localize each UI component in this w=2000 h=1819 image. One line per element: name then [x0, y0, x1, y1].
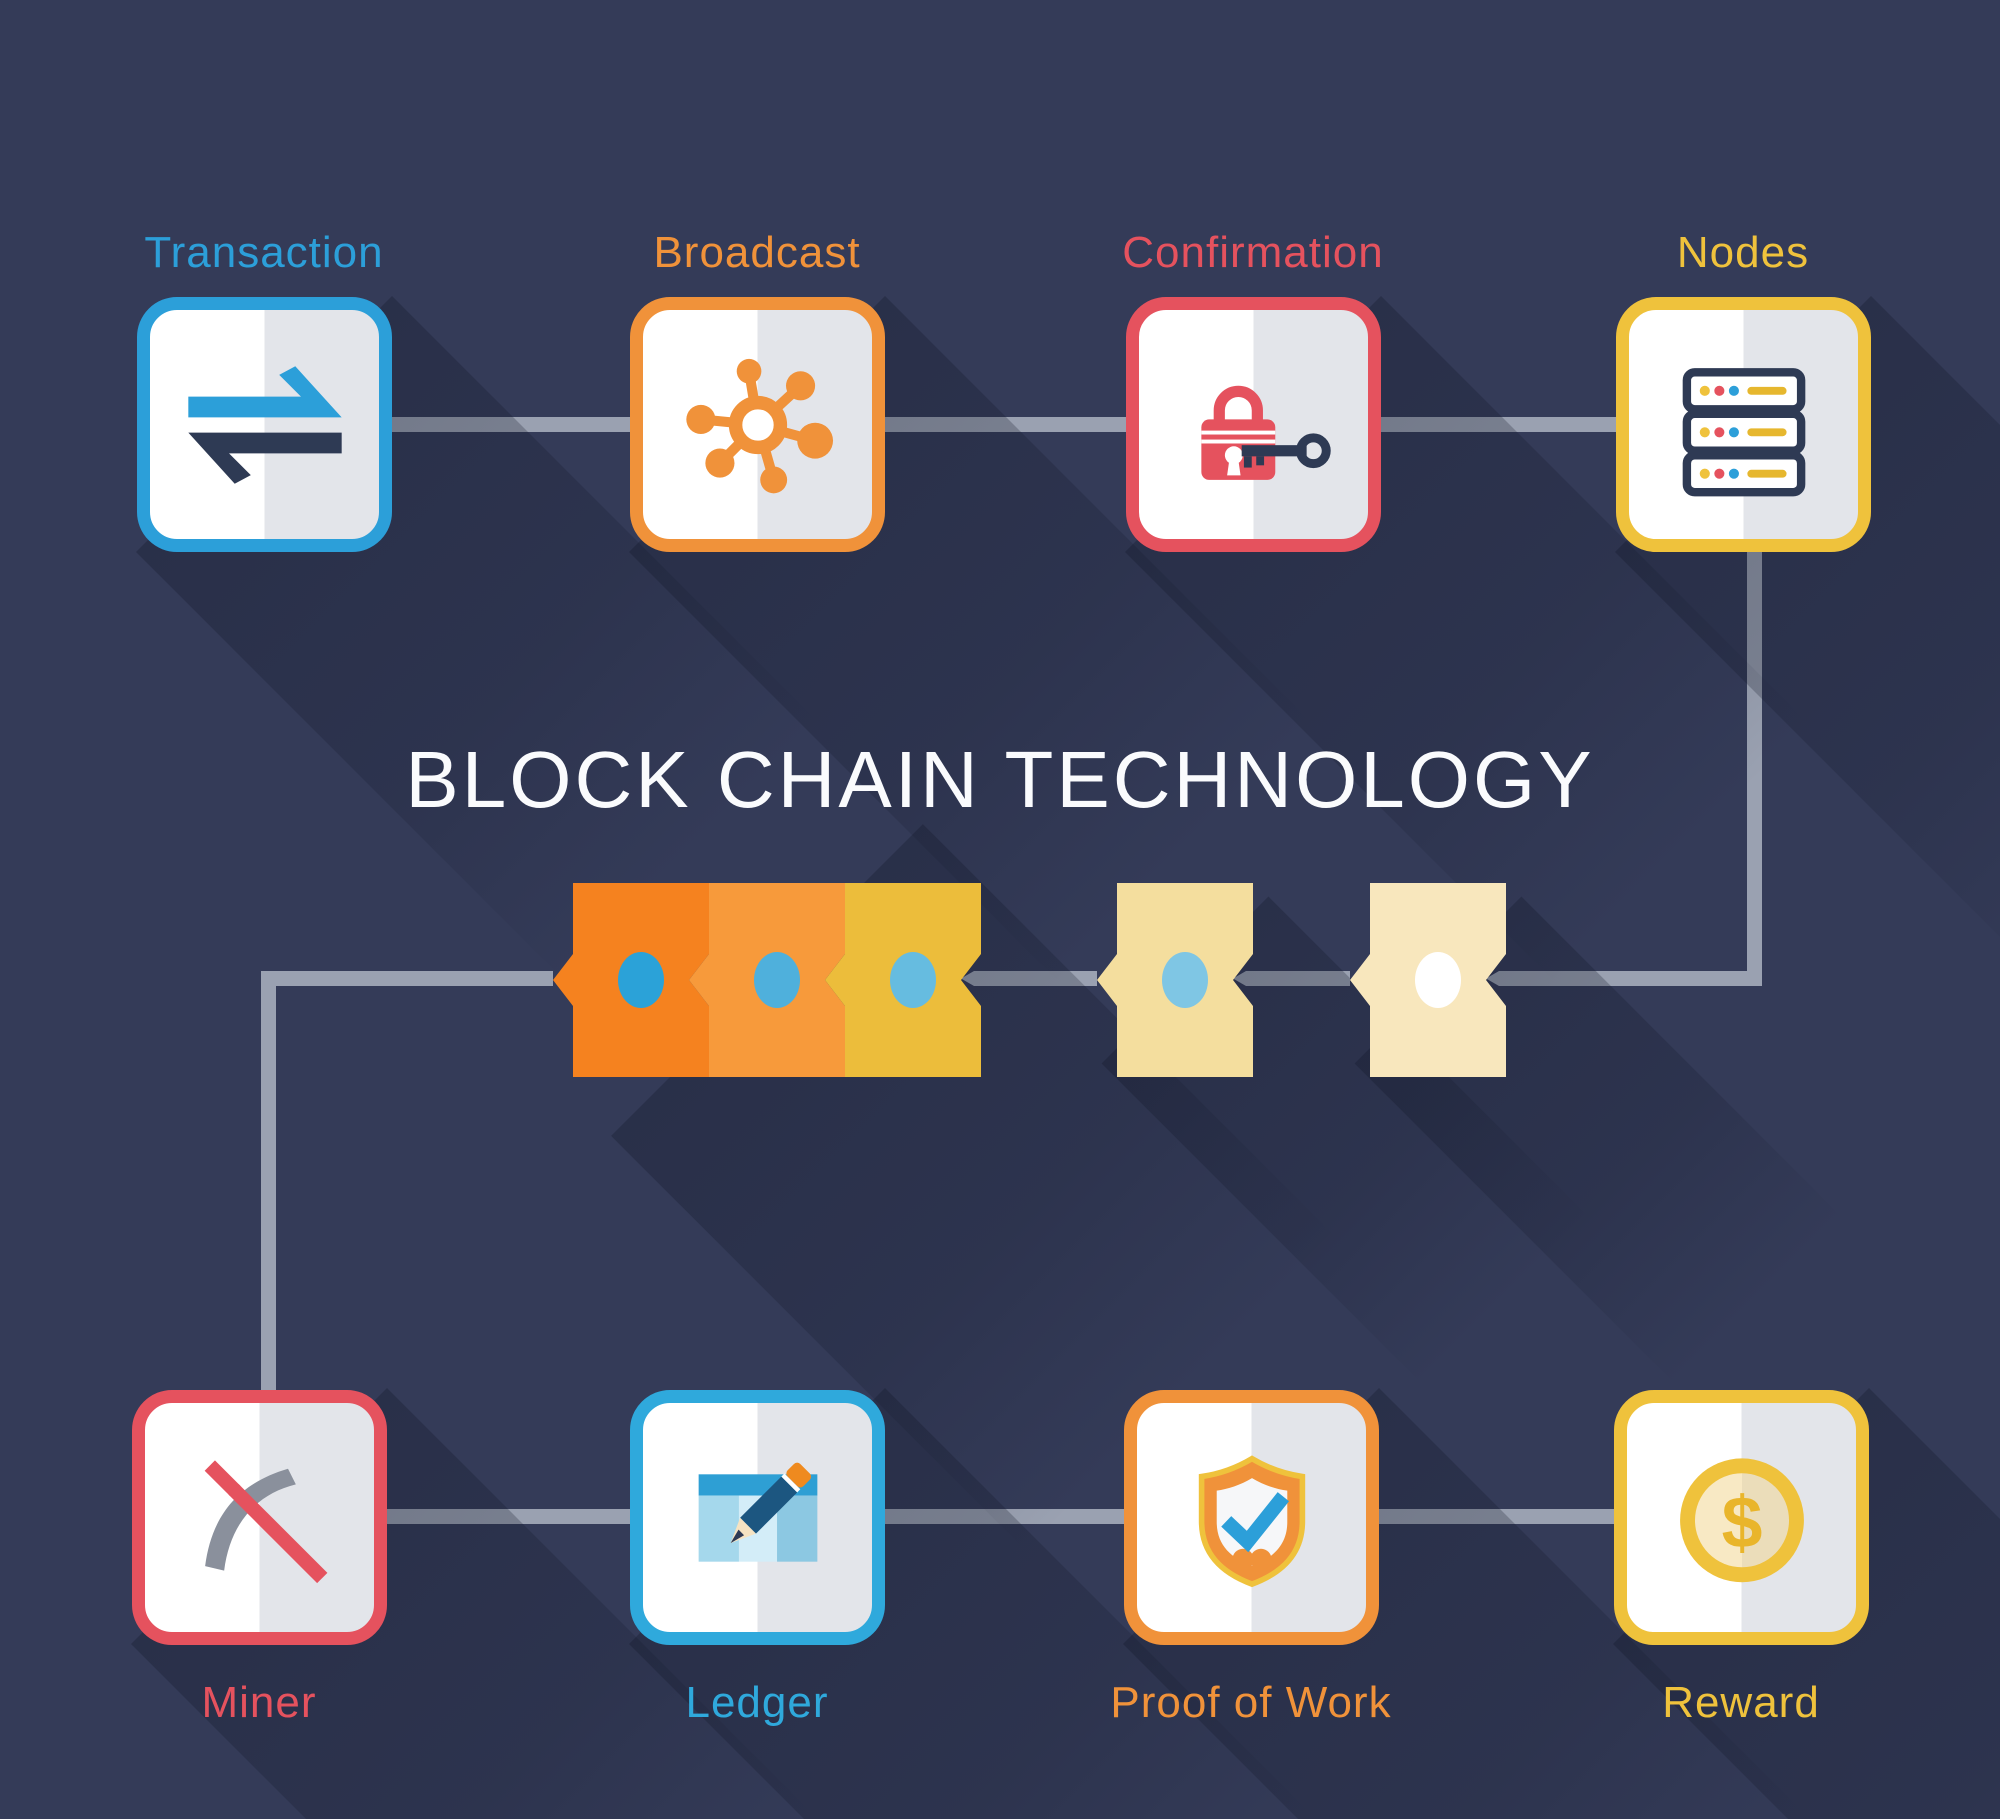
step-label-ledger: Ledger	[685, 1678, 829, 1727]
pickaxe-icon	[204, 1459, 327, 1583]
chain-dot	[890, 952, 936, 1008]
chain-block-3	[825, 883, 981, 1077]
connector-bottom-row	[259, 1509, 1741, 1524]
step-label-reward: Reward	[1662, 1678, 1820, 1727]
step-label-transaction: Transaction	[144, 228, 384, 277]
step-card-reward: $	[1614, 1390, 1869, 1645]
step-card-ledger	[630, 1390, 885, 1645]
step-label-nodes: Nodes	[1676, 228, 1810, 277]
step-card-transaction	[137, 297, 392, 552]
chain-block-5	[1350, 883, 1506, 1077]
chain-dot	[1415, 952, 1461, 1008]
step-label-miner: Miner	[201, 1678, 317, 1727]
page-title: BLOCK CHAIN TECHNOLOGY	[405, 735, 1595, 824]
connector-chain-gap-1	[961, 971, 1097, 986]
step-label-confirmation: Confirmation	[1122, 228, 1384, 277]
chain-dot	[754, 952, 800, 1008]
padlock-key-icon	[1200, 385, 1331, 480]
step-label-broadcast: Broadcast	[653, 228, 861, 277]
chain-block-4	[1097, 883, 1253, 1077]
chain-dot	[1162, 952, 1208, 1008]
step-card-confirmation	[1126, 297, 1381, 552]
server-stack-icon	[1682, 367, 1805, 496]
shield-check-icon	[1198, 1454, 1305, 1587]
ledger-pencil-icon	[698, 1462, 817, 1562]
connector-miner-down	[261, 971, 276, 1394]
svg-text:$: $	[1721, 1481, 1762, 1563]
step-card-proof-of-work	[1124, 1390, 1379, 1645]
connector-top-row	[264, 417, 1743, 432]
chain-block-2	[689, 883, 845, 1077]
step-card-miner	[132, 1390, 387, 1645]
dollar-coin-icon: $	[1679, 1457, 1804, 1582]
chain-block-1	[553, 883, 709, 1077]
chain-dot	[618, 952, 664, 1008]
network-hub-icon	[685, 358, 833, 493]
transfer-arrows-icon	[187, 365, 342, 484]
connector-chain-right	[1486, 971, 1762, 986]
step-card-broadcast	[630, 297, 885, 552]
connector-nodes-down	[1747, 545, 1762, 986]
step-card-nodes	[1616, 297, 1871, 552]
step-label-proof-of-work: Proof of Work	[1110, 1678, 1392, 1727]
connector-chain-left	[261, 971, 553, 986]
connector-chain-gap-2	[1233, 971, 1350, 986]
